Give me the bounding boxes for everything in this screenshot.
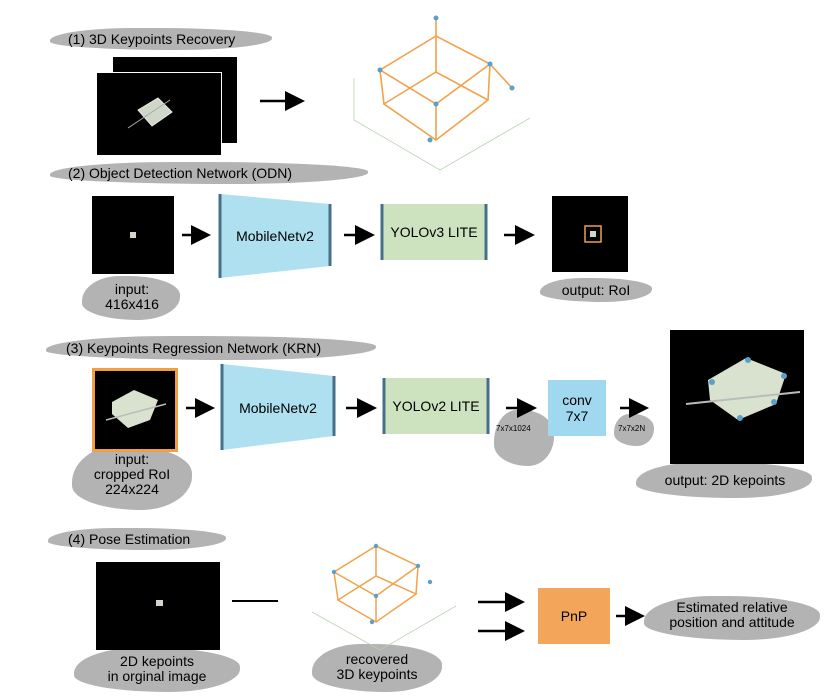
pnp-label: PnP xyxy=(560,608,588,624)
krn-dim2-label: 7x7x2N xyxy=(618,424,646,433)
section3-blob xyxy=(46,336,376,360)
box3d-pose-points xyxy=(331,543,433,625)
satellite-odn-input xyxy=(130,232,136,238)
box3d-pose xyxy=(332,545,420,623)
satellite-odn-output xyxy=(590,231,596,237)
odn-input-blob xyxy=(82,276,180,320)
section-title-3: (3) Keypoints Regression Network (KRN) xyxy=(66,340,322,356)
pose-result-label: Estimated relative position and attitude xyxy=(669,599,795,630)
roi-box xyxy=(584,225,602,243)
section2-blob xyxy=(50,162,368,184)
krn-conv-block xyxy=(548,380,606,436)
box3d-recovery-points xyxy=(377,15,515,143)
krn-input-blob xyxy=(72,446,192,510)
pose-input-label: 2D kepoints in orginal image xyxy=(107,653,207,684)
odn-yolo-block xyxy=(382,204,486,260)
krn-mobilenet-block xyxy=(222,364,334,450)
krn-dim1-blob xyxy=(494,410,554,466)
box3d-pose-axes xyxy=(311,605,457,651)
krn-output-blob xyxy=(636,462,812,498)
odn-mobilenet-block xyxy=(220,194,330,278)
box3d-recovery-axes xyxy=(353,78,531,171)
pnp-block xyxy=(538,588,610,644)
satellite-krn-input xyxy=(105,390,167,428)
section-title-1: (1) 3D Keypoints Recovery xyxy=(68,31,236,47)
odn-input-label: input: 416x416 xyxy=(105,281,159,312)
satellite-krn-output xyxy=(685,357,801,421)
odn-output-label: output: RoI xyxy=(561,282,631,298)
krn-output-label: output: 2D kepoints xyxy=(664,472,786,488)
krn-dim1-label: 7x7x1024 xyxy=(496,424,531,433)
krn-backbone-label: MobileNetv2 xyxy=(239,400,317,416)
section-title-2: (2) Object Detection Network (ODN) xyxy=(68,165,293,181)
satellite-recovery xyxy=(127,97,173,129)
pose-mid-blob xyxy=(312,644,442,692)
section-title-4: (4) Pose Estimation xyxy=(68,531,191,547)
odn-backbone-label: MobileNetv2 xyxy=(236,228,314,244)
pose-left-blob xyxy=(74,648,240,692)
krn-conv-label: conv 7x7 xyxy=(562,392,592,424)
odn-head-label: YOLOv3 LITE xyxy=(390,224,478,240)
krn-dim2-blob xyxy=(614,414,654,446)
section4-blob xyxy=(48,528,226,550)
satellite-pose-input xyxy=(156,600,163,606)
box3d-recovery xyxy=(378,18,513,141)
pose-recovered-label: recovered 3D keypoints xyxy=(336,651,418,682)
pose-result-blob xyxy=(644,596,820,640)
odn-output-blob xyxy=(540,278,652,302)
section1-blob xyxy=(50,28,272,50)
krn-yolo-block xyxy=(384,378,488,434)
krn-input-label: input: cropped RoI 224x224 xyxy=(93,451,171,497)
krn-head-label: YOLOv2 LITE xyxy=(392,398,480,414)
